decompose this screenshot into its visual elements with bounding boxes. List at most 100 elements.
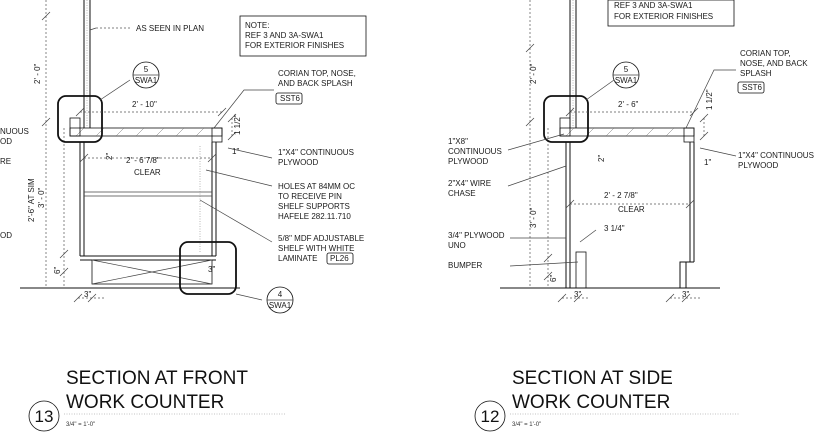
drawing-linework [699, 113, 709, 123]
front-title-line1: SECTION AT FRONT [66, 368, 248, 389]
drawing-label: LAMINATE [278, 254, 317, 263]
drawing-linework [507, 165, 567, 187]
drawing-linework [73, 293, 83, 303]
detail-number-13: 13 [35, 407, 54, 426]
front-section-detail [20, 0, 367, 314]
drawing-linework [525, 117, 535, 127]
drawing-linework [326, 252, 354, 265]
drawing-linework [59, 267, 69, 277]
drawing-label: 1"X8" [448, 137, 468, 146]
drawing-linework [585, 79, 615, 101]
drawing-label: 6" [53, 267, 62, 274]
drawing-label: 5 [624, 65, 629, 74]
drawing-label: SWA1 [615, 76, 638, 85]
drawing-label: NOTE: [245, 21, 269, 30]
drawing-label: 4 [278, 290, 283, 299]
drawing-linework [573, 293, 583, 303]
drawing-linework [507, 133, 565, 151]
drawing-label: 2' - 2 7/8" [604, 191, 638, 200]
drawing-linework [685, 261, 694, 288]
drawing-label: 1" [232, 147, 239, 156]
drawing-label: RE [0, 157, 11, 166]
drawing-linework [685, 199, 695, 209]
drawing-linework [525, 43, 535, 53]
side-scale: 3/4" = 1'-0" [512, 422, 541, 428]
drawing-label: 3/4" PLYWOOD [448, 231, 505, 240]
drawing-linework [575, 251, 587, 289]
drawing-label: 6" [549, 275, 558, 282]
drawing-label: 2' - 0" [529, 63, 538, 84]
drawing-label: AND BACK SPLASH [278, 79, 353, 88]
drawing-label: SHELF SUPPORTS [278, 202, 350, 211]
detail-number-12: 12 [481, 407, 500, 426]
drawing-label: CORIAN TOP, NOSE, [278, 69, 356, 78]
bumper-label: BUMPER [448, 261, 482, 270]
drawing-label: 3' - 0" [529, 207, 538, 228]
drawing-label: HAFELE 282.11.710 [278, 212, 351, 221]
drawing-linework [737, 81, 765, 94]
drawing-label: CHASE [448, 189, 476, 198]
drawing-linework [227, 147, 273, 159]
drawing-label: CLEAR [134, 168, 161, 177]
drawing-label: SWA1 [135, 76, 158, 85]
drawing-label: 3" [84, 290, 91, 299]
drawing-linework [699, 131, 709, 141]
drawing-label: 3" [682, 290, 689, 299]
side-title-line2: WORK COUNTER [512, 392, 670, 413]
drawing-label: 3 1/4" [604, 224, 625, 233]
drawing-label: 2" [105, 153, 114, 160]
drawing-linework [199, 199, 273, 243]
drawing-linework [87, 293, 97, 303]
drawing-label: OD [0, 137, 12, 146]
front-scale: 3/4" = 1'-0" [66, 422, 95, 428]
drawing-label: 2' - 6" [618, 100, 639, 109]
drawing-linework [645, 127, 655, 137]
drawing-label: REF 3 AND 3A-SWA1 [614, 1, 693, 10]
drawing-label: UNO [448, 241, 466, 250]
drawing-linework [89, 27, 97, 31]
note-box [239, 15, 367, 57]
side-title-line1: SECTION AT SIDE [512, 368, 673, 389]
drawing-linework [155, 127, 165, 137]
drawing-linework [699, 147, 737, 157]
corian-tag-side: SST6 [742, 83, 763, 92]
side-section-detail [500, 0, 765, 303]
front-title-line2: WORK COUNTER [66, 392, 224, 413]
drawing-linework [665, 127, 675, 137]
drawing-label: SPLASH [740, 69, 772, 78]
drawing-linework [57, 95, 103, 143]
drawing-linework [605, 127, 615, 137]
drawing-label: SHELF WITH WHITE [278, 244, 354, 253]
corian-tag: SST6 [280, 94, 301, 103]
drawing-linework [99, 79, 131, 101]
drawing-linework [685, 69, 736, 129]
drawing-label: 3" [574, 290, 581, 299]
seen-in-plan-label: AS SEEN IN PLAN [136, 24, 204, 33]
drawing-linework [683, 127, 695, 143]
drawing-linework [559, 117, 571, 137]
drawing-linework [91, 259, 213, 285]
drawing-linework [665, 293, 675, 303]
drawing-label: OD [0, 231, 12, 240]
note-box-side [607, 0, 735, 27]
drawing-label: 2" [597, 155, 606, 162]
drawing-linework [213, 89, 274, 129]
drawing-label: CLEAR [618, 205, 645, 214]
drawing-label: FOR EXTERIOR FINISHES [245, 41, 344, 50]
drawing-linework [75, 107, 85, 117]
drawing-linework [207, 153, 217, 163]
drawing-linework [681, 293, 691, 303]
drawing-linework [227, 131, 237, 141]
detail-number-circle-13 [28, 400, 60, 432]
drawing-linework [91, 259, 213, 285]
drawing-label: CORIAN TOP, [740, 49, 791, 58]
drawing-linework [275, 92, 303, 105]
drawing-label: 1 1/2" [233, 114, 242, 135]
drawing-label: 5/8" MDF ADJUSTABLE [278, 234, 364, 243]
drawing-label: 3" [208, 265, 215, 274]
drawing-label: 1"X4" CONTINUOUS [278, 148, 354, 157]
drawing-label: 2' - 0" [33, 63, 42, 84]
drawing-linework [227, 113, 237, 123]
drawing-linework [217, 107, 227, 117]
